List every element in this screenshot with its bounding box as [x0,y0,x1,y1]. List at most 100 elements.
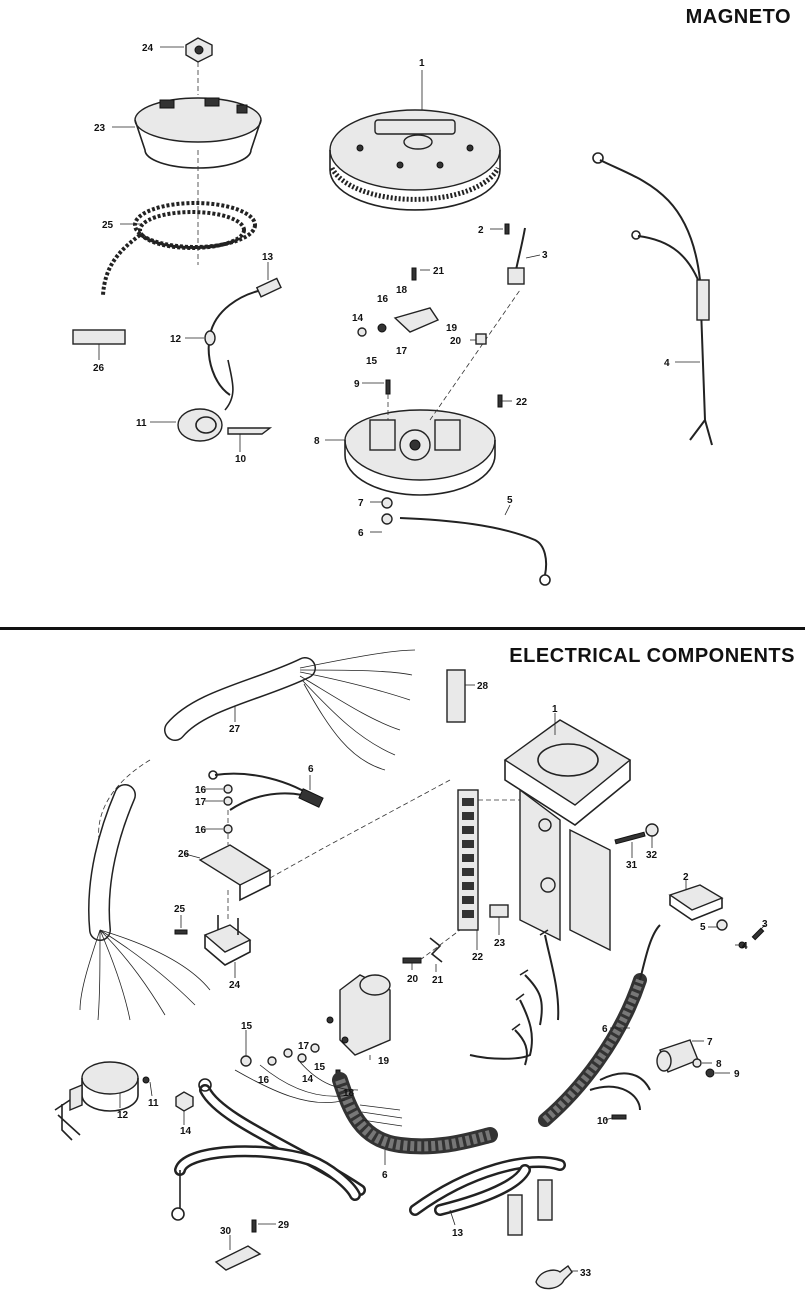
label-16c: 16 [258,1075,270,1086]
ignition-switch-part [54,1061,153,1141]
stator-plate-part [325,289,521,496]
label-30: 30 [220,1226,232,1237]
label-17b: 17 [298,1041,310,1052]
label-27: 27 [229,724,241,735]
cup-part [112,97,262,169]
label-12: 12 [170,334,182,345]
label-6c: 6 [382,1170,388,1181]
label-24: 24 [142,43,154,54]
decal-28-part [446,669,475,723]
rectifier-part [174,890,252,978]
label-25: 25 [174,904,186,915]
label-24: 24 [229,980,241,991]
label-22: 22 [516,397,528,408]
wire-conduit-left-part [79,784,211,1021]
label-23: 23 [494,938,506,949]
starter-solenoid-part [326,974,391,1060]
label-16: 16 [377,294,389,305]
label-8: 8 [314,436,320,447]
label-20: 20 [450,336,462,347]
electrical-section-title: ELECTRICAL COMPONENTS [509,645,795,667]
label-15a: 15 [241,1021,253,1032]
label-13: 13 [262,252,274,263]
clip-33-part [535,1264,578,1290]
label-23: 23 [94,123,106,134]
starter-spring-part [101,150,257,296]
label-14: 14 [352,313,364,324]
mounting-bracket-part [503,713,632,952]
section-divider [0,627,805,630]
label-18: 18 [343,1088,355,1099]
label-8: 8 [716,1059,722,1070]
label-1: 1 [419,58,425,69]
label-26: 26 [93,363,105,374]
choke-switch-part [668,880,766,949]
label-5: 5 [507,495,513,506]
screw-10-part [604,1114,627,1121]
jumper-part [489,904,509,935]
magneto-diagram: 1 2 3 4 5 6 7 8 9 10 11 12 13 14 15 16 1… [72,37,713,586]
wire-harness-part [592,152,713,446]
decal-part [72,329,126,360]
label-9: 9 [734,1069,740,1080]
label-20: 20 [407,974,419,985]
label-19: 19 [378,1056,390,1067]
wire-conduit-part [98,649,416,861]
label-2: 2 [478,225,484,236]
label-17: 17 [396,346,408,357]
electrical-part-labels: 1 2 3 4 5 6 6 6 7 8 9 10 11 12 13 14 14 … [117,681,768,1279]
label-11: 11 [136,418,147,429]
clamp-29-30-part [214,1219,276,1271]
label-1: 1 [552,704,558,715]
small-harness-part [205,770,324,834]
label-19: 19 [446,323,458,334]
label-9: 9 [354,379,360,390]
bolt-part [614,823,659,858]
key-part [227,427,273,452]
label-6b: 6 [602,1024,608,1035]
loose-wires-part [469,929,560,1066]
label-14a: 14 [180,1126,192,1137]
label-32: 32 [646,850,658,861]
label-2: 2 [683,872,689,883]
solenoid-hardware-part [240,1030,341,1085]
nut-14-part [175,1091,194,1125]
label-15: 15 [366,356,378,367]
label-7: 7 [707,1037,713,1048]
label-10: 10 [235,454,247,465]
label-15b: 15 [314,1062,326,1073]
label-26: 26 [178,849,190,860]
flywheel-part [329,70,501,211]
bracket-26-part [184,779,451,902]
label-21: 21 [433,266,445,277]
label-17a: 17 [195,797,207,808]
label-5: 5 [700,922,706,933]
label-33: 33 [580,1268,592,1279]
label-18: 18 [396,285,408,296]
label-11: 11 [148,1098,159,1109]
label-31: 31 [626,860,638,871]
label-21: 21 [432,975,444,986]
nut-part [160,37,213,95]
condenser-part [490,223,541,285]
label-12: 12 [117,1110,129,1121]
label-13: 13 [452,1228,464,1239]
terminal-block-part [457,789,520,950]
label-7: 7 [358,498,364,509]
label-22: 22 [472,952,484,963]
label-4: 4 [742,941,748,952]
label-14b: 14 [302,1074,314,1085]
magneto-part-labels: 1 2 3 4 5 6 7 8 9 10 11 12 13 14 15 16 1… [93,43,670,539]
label-3: 3 [542,250,548,261]
label-25: 25 [102,220,114,231]
magneto-section-title: MAGNETO [685,6,791,28]
label-16b: 16 [195,825,207,836]
main-harness-part [234,1061,498,1165]
label-6: 6 [358,528,364,539]
choke-solenoid-part [656,1039,730,1078]
label-4: 4 [664,358,670,369]
right-harness-part [538,924,661,1127]
screw-20-21-part [402,929,461,972]
